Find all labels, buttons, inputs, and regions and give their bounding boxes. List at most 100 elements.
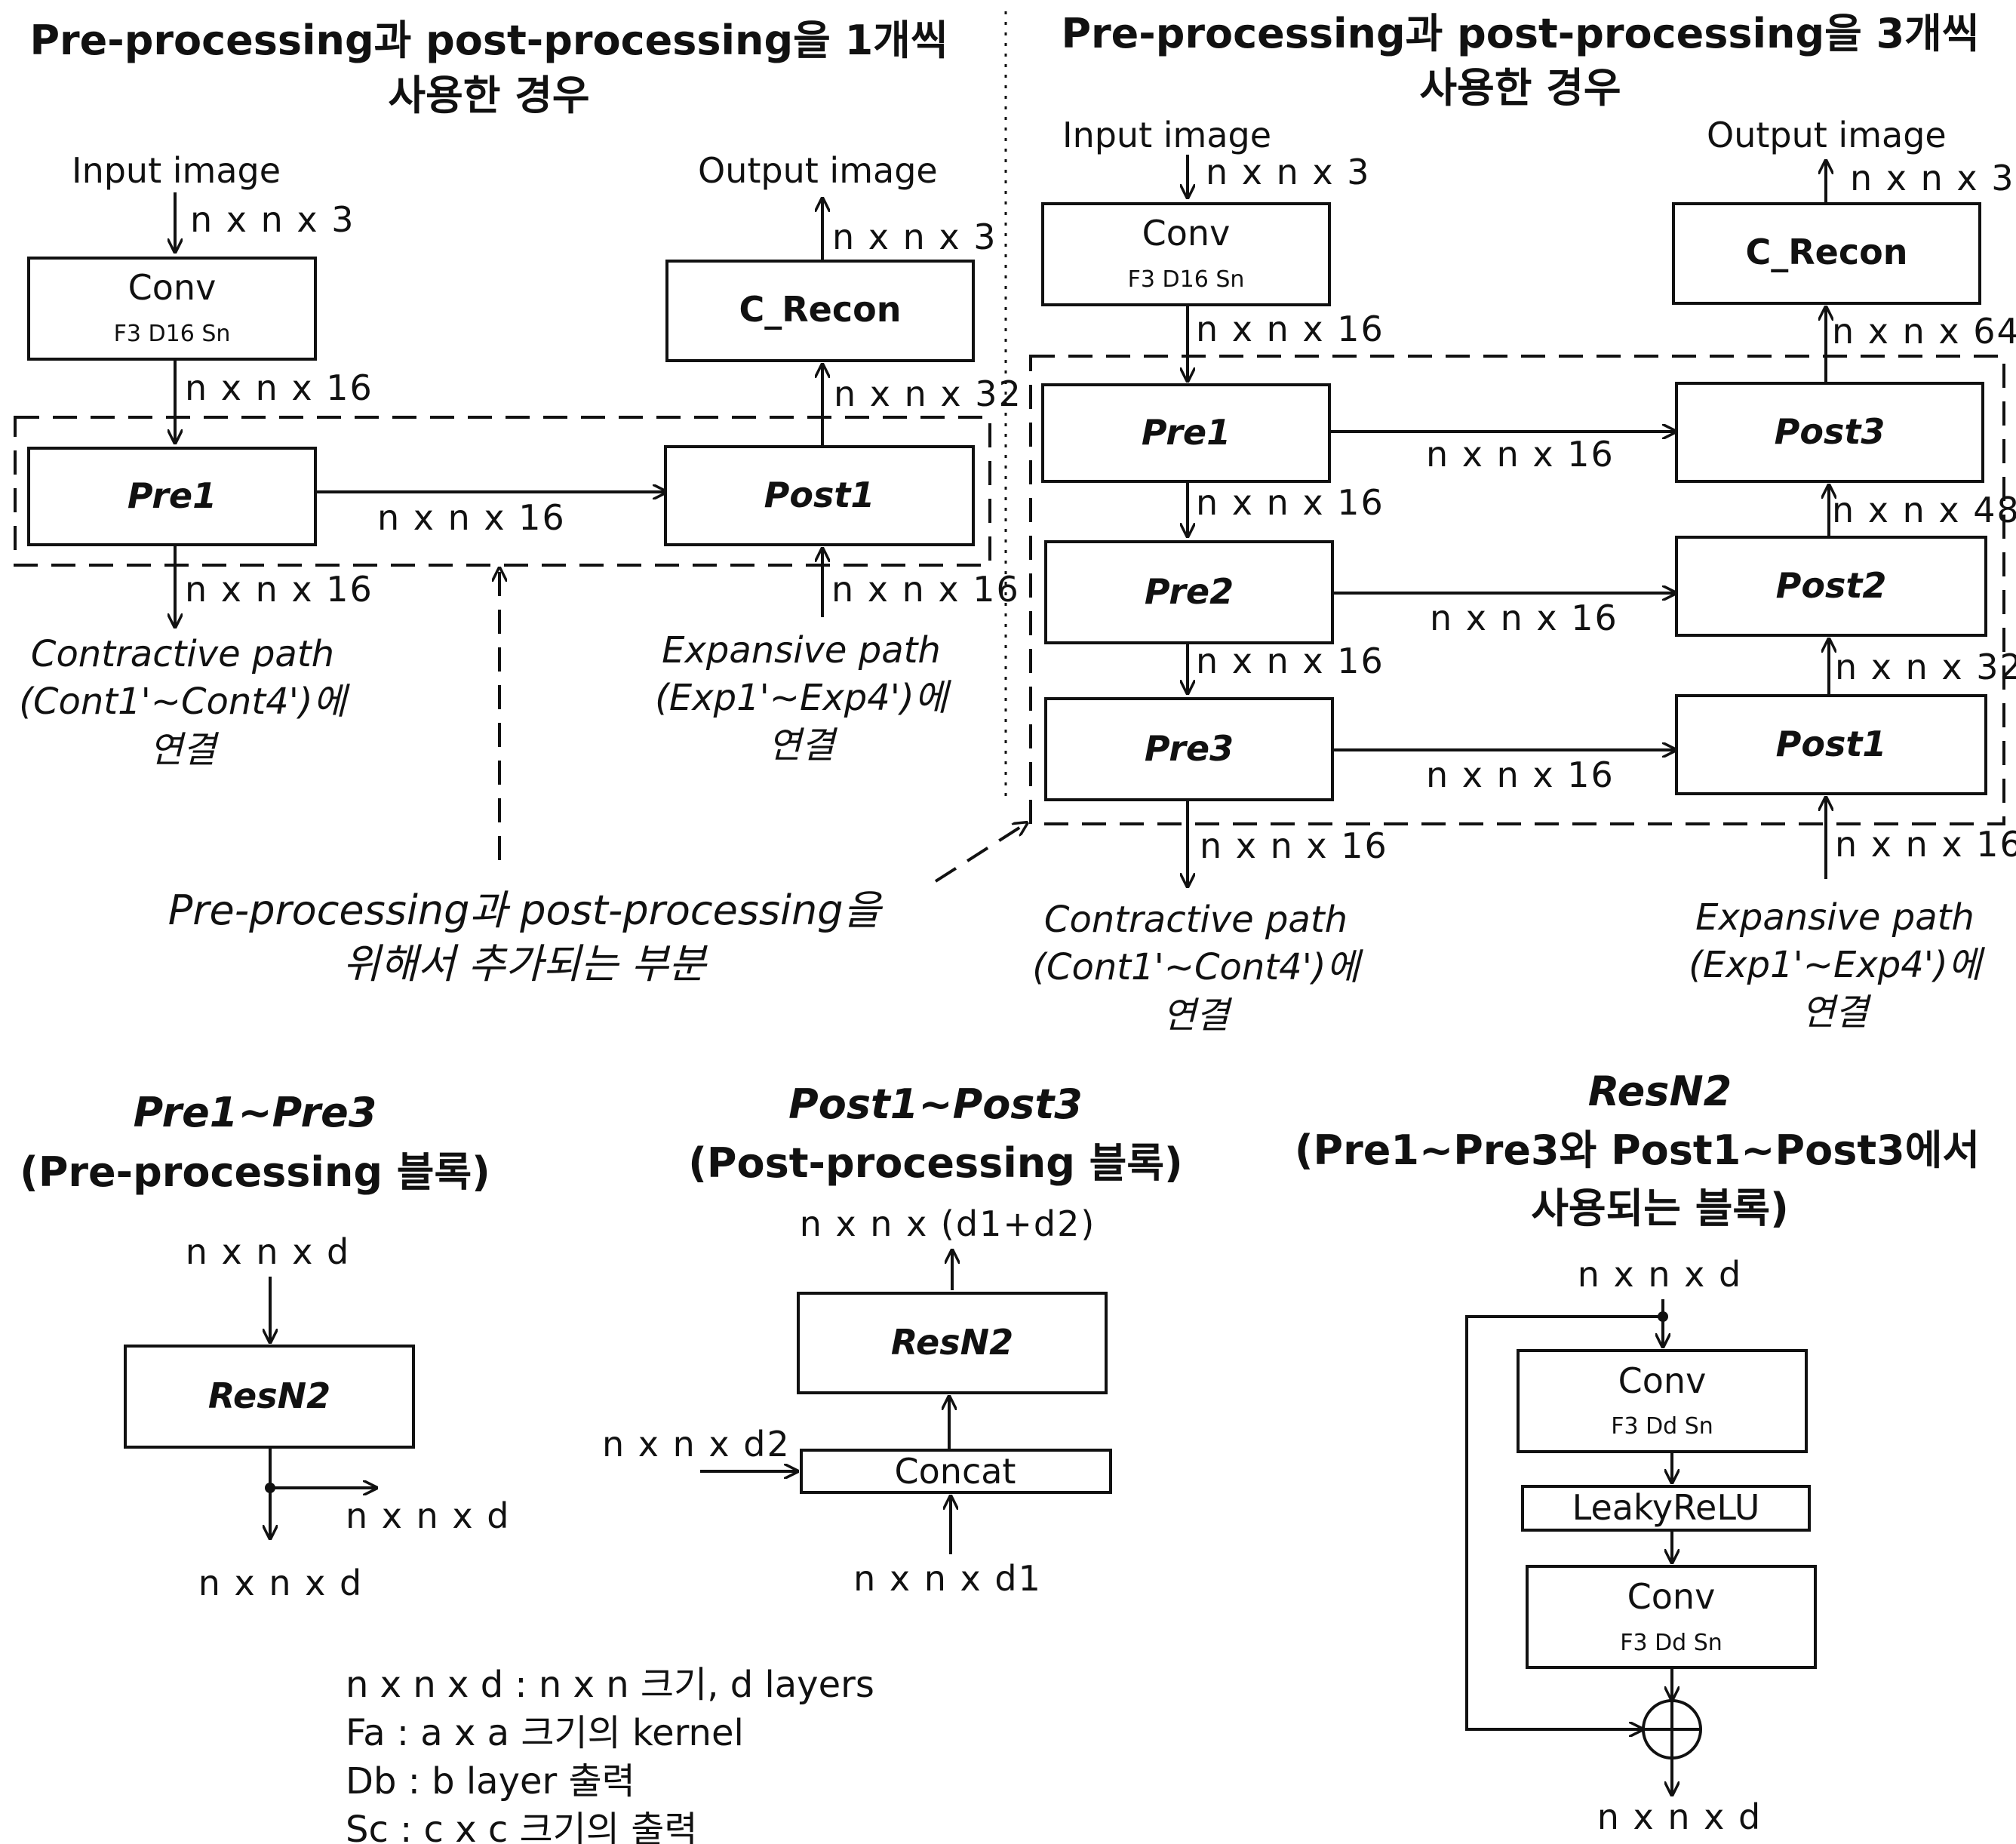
- right-post1-post2-dim: n x n x 32: [1835, 647, 2016, 687]
- legend-row4-value: c x c 크기의 출력: [412, 1809, 697, 1844]
- resn2-title-line1: ResN2: [1588, 1068, 1732, 1115]
- right-contractive-line2: (Cont1'~Cont4')에: [1032, 946, 1363, 988]
- right-pre2-pre3-dim: n x n x 16: [1196, 641, 1384, 681]
- right-pre2-box: [1044, 540, 1334, 644]
- left-contractive-line1: Contractive path: [31, 633, 334, 675]
- left-conv-label: Conv: [128, 267, 217, 308]
- right-crecon-label: C_Recon: [1746, 232, 1908, 272]
- right-conv-box: [1041, 202, 1331, 306]
- resn2-in-dim: n x n x d: [1578, 1254, 1742, 1295]
- resn2-skip-connection: [1465, 1315, 1663, 1729]
- left-crecon-label: C_Recon: [739, 289, 902, 330]
- legend-row2-key: Fa :: [346, 1712, 409, 1754]
- right-pre3-label: Pre3: [1145, 728, 1234, 769]
- right-contractive-line3: 연결: [1163, 994, 1233, 1037]
- pre-block-resn2-box: [124, 1345, 415, 1449]
- left-pre1-label: Pre1: [128, 475, 217, 516]
- post-block-resn2-box: [797, 1292, 1108, 1394]
- post-block-title-line2: (Post-processing 블록): [688, 1139, 1182, 1187]
- left-expansive-line2: (Exp1'~Exp4')에: [655, 677, 952, 719]
- left-contractive-line3: 연결: [149, 729, 220, 771]
- left-conv-out-dim: n x n x 16: [185, 367, 373, 408]
- resn2-conv1-label: Conv: [1618, 1360, 1707, 1401]
- resn2-title-line3: 사용되는 블록): [1531, 1185, 1789, 1232]
- resn2-conv2-box: [1526, 1565, 1817, 1669]
- right-pre3-box: [1044, 697, 1334, 801]
- right-conv-label: Conv: [1142, 213, 1231, 254]
- right-title-line1: Pre-processing과 post-processing을 3개씩: [1061, 10, 1979, 57]
- left-output-dim: n x n x 3: [832, 217, 997, 257]
- right-post3-out-dim: n x n x 64: [1832, 311, 2016, 352]
- left-conv-params: F3 D16 Sn: [114, 321, 231, 347]
- left-post1-label: Post1: [764, 475, 875, 515]
- right-post3-box: [1675, 382, 1984, 483]
- post-block-title-line1: Post1~Post3: [788, 1080, 1083, 1128]
- right-pre2-label: Pre2: [1145, 571, 1234, 612]
- left-contractive-line2: (Cont1'~Cont4')에: [19, 681, 350, 723]
- post-block-resn2-label: ResN2: [891, 1322, 1013, 1363]
- resn2-conv2-params: F3 Dd Sn: [1620, 1630, 1723, 1656]
- right-contractive-line1: Contractive path: [1044, 899, 1348, 941]
- right-skip3-dim: n x n x 16: [1426, 755, 1615, 795]
- resn2-title-line2: (Pre1~Pre3와 Post1~Post3에서: [1295, 1126, 1980, 1174]
- right-post1-in-dim: n x n x 16: [1835, 824, 2016, 865]
- resn2-conv1-params: F3 Dd Sn: [1611, 1413, 1713, 1440]
- right-conv-params: F3 D16 Sn: [1128, 266, 1245, 293]
- right-post2-label: Post2: [1776, 565, 1887, 606]
- legend-row2: Fa : a x a 크기의 kernel: [346, 1712, 744, 1754]
- pre-block-in-dim: n x n x d: [186, 1231, 350, 1272]
- left-expansive-line3: 연결: [768, 724, 838, 767]
- post-block-out-dim: n x n x (d1+d2): [800, 1203, 1096, 1244]
- right-output-label: Output image: [1707, 115, 1947, 155]
- left-title-line2: 사용한 경우: [388, 72, 589, 119]
- right-pre1-label: Pre1: [1142, 412, 1231, 453]
- resn2-act-box: [1521, 1485, 1811, 1532]
- legend-row2-value: a x a 크기의 kernel: [409, 1712, 744, 1754]
- added-note-line1: Pre-processing과 post-processing을: [168, 887, 884, 934]
- legend-row3: Db : b layer 출력: [346, 1760, 635, 1803]
- right-pre3-out-dim: n x n x 16: [1200, 825, 1388, 866]
- resn2-conv1-box: [1517, 1349, 1808, 1453]
- right-title-line2: 사용한 경우: [1419, 64, 1621, 112]
- right-crecon-box: [1672, 202, 1981, 305]
- post-block-concat-label: Concat: [895, 1451, 1016, 1492]
- right-output-dim: n x n x 3: [1850, 158, 2015, 198]
- right-pre1-box: [1041, 383, 1331, 483]
- right-pre1-pre2-dim: n x n x 16: [1196, 482, 1384, 523]
- legend-row4-key: Sc :: [346, 1809, 412, 1844]
- left-title-line1: Pre-processing과 post-processing을 1개씩: [29, 17, 948, 64]
- left-crecon-box: [665, 260, 975, 362]
- left-post1-out-dim: n x n x 32: [834, 373, 1022, 414]
- pre-block-title-line2: (Pre-processing 블록): [20, 1148, 490, 1196]
- left-input-dim: n x n x 3: [190, 199, 355, 240]
- legend-row4: Sc : c x c 크기의 출력: [346, 1809, 698, 1844]
- post-block-in-dim: n x n x d1: [853, 1558, 1042, 1599]
- right-post1-label: Post1: [1776, 724, 1887, 764]
- left-expansive-line1: Expansive path: [662, 629, 941, 672]
- added-note-line2: 위해서 추가되는 부분: [343, 940, 708, 988]
- legend-row1-value: n x n 크기, d layers: [527, 1664, 874, 1706]
- resn2-add-icon: [1642, 1699, 1702, 1759]
- note-pointer-right: [934, 822, 1028, 883]
- pre-block-resn2-label: ResN2: [208, 1375, 330, 1416]
- left-conv-box: [27, 257, 317, 361]
- left-pre1-out-dim: n x n x 16: [185, 569, 373, 610]
- pre-block-side-dim: n x n x d: [346, 1495, 510, 1536]
- right-skip2-dim: n x n x 16: [1430, 598, 1618, 638]
- resn2-conv2-label: Conv: [1627, 1576, 1716, 1617]
- legend-row3-key: Db :: [346, 1760, 420, 1803]
- left-pre1-post1-dim: n x n x 16: [377, 497, 566, 538]
- legend-row1: n x n x d : n x n 크기, d layers: [346, 1664, 874, 1706]
- right-added-region: [1029, 355, 2005, 825]
- right-post2-post3-dim: n x n x 48: [1832, 490, 2016, 530]
- left-added-region: [14, 416, 991, 567]
- right-expansive-line3: 연결: [1802, 991, 1872, 1034]
- right-expansive-line1: Expansive path: [1695, 896, 1975, 939]
- right-panel: Pre-processing과 post-processing을 3개씩 사용한…: [1029, 10, 2016, 1037]
- legend-row1-key: n x n x d :: [346, 1664, 527, 1706]
- right-post2-box: [1675, 536, 1987, 637]
- right-post3-label: Post3: [1775, 411, 1885, 452]
- post-block-side-dim: n x n x d2: [602, 1424, 791, 1464]
- right-post1-box: [1675, 694, 1987, 795]
